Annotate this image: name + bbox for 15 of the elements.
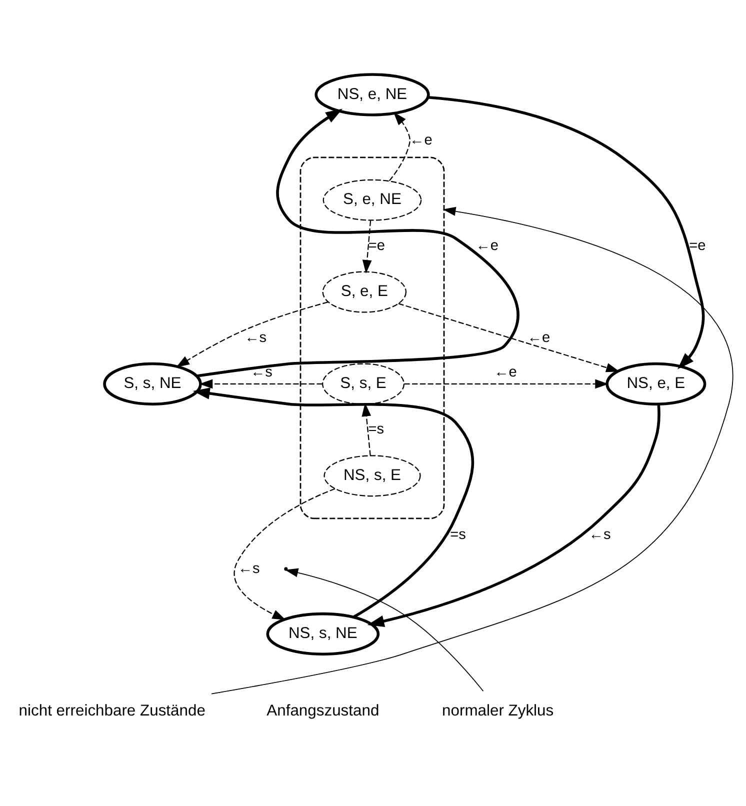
edge-label: ←e [476, 238, 499, 254]
edge-label: ←s [244, 330, 267, 346]
edge-label: ←e [527, 330, 550, 346]
edge-label: =s [450, 527, 466, 544]
edge-label: ←s [588, 527, 611, 544]
edge-label: ←e [494, 364, 517, 381]
edge-label: ←s [238, 560, 260, 577]
node-label: Anfangszustand [266, 702, 380, 720]
edge-label: =e [689, 238, 706, 254]
edge-label: =e [368, 238, 386, 254]
edge-label: ←e [410, 132, 432, 148]
node-text: normaler Zyklus [442, 702, 554, 720]
node-text: nicht erreichbare Zustände [18, 702, 206, 720]
edge-label: =s [368, 422, 384, 438]
edge-label: ←s [250, 364, 272, 381]
